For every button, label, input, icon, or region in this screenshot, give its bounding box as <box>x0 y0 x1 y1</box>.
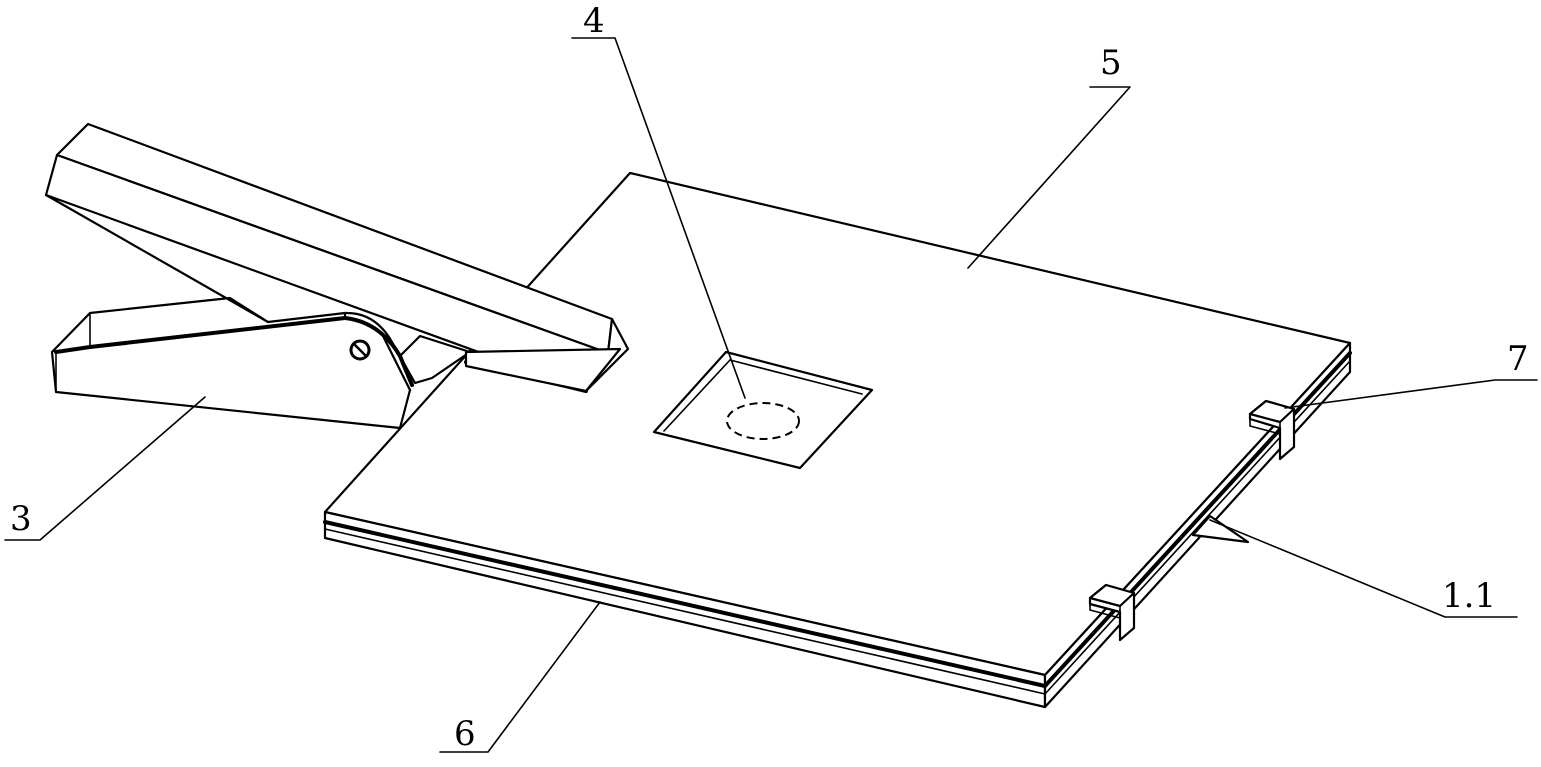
leader-lines <box>4 37 1538 753</box>
label-7: 7 <box>1507 339 1529 379</box>
handle-jaw-tip <box>464 347 622 393</box>
window-inner-edge-left <box>663 359 731 432</box>
leader-6 <box>439 601 601 753</box>
label-4: 4 <box>583 1 605 41</box>
leader-7 <box>1284 379 1538 409</box>
side-notch <box>1191 514 1250 544</box>
right-edge-line <box>1044 360 1351 695</box>
front-edge-dark-layer <box>323 520 1047 688</box>
hinge-dark-edge <box>343 316 414 387</box>
cutout-circle <box>726 402 800 440</box>
plate-assembly <box>323 171 1352 709</box>
label-6: 6 <box>454 714 476 754</box>
clip-block-lower <box>1088 583 1136 642</box>
leader-4 <box>571 37 746 399</box>
part-labels: 4 5 7 1.1 3 6 <box>10 1 1529 754</box>
clamp-assembly <box>44 122 630 430</box>
handle-underside-line <box>44 193 270 324</box>
leader-1-1 <box>1209 519 1518 618</box>
leader-5 <box>967 86 1131 269</box>
window-inner-edge-top <box>729 359 863 395</box>
front-edge-line <box>324 528 1046 695</box>
label-5: 5 <box>1100 43 1122 83</box>
clip-block-upper <box>1248 399 1296 461</box>
square-window <box>652 350 874 470</box>
leader-3 <box>4 396 206 541</box>
label-3: 3 <box>10 499 32 539</box>
right-edge-dark-layer <box>1043 351 1352 688</box>
pivot-screw-slot <box>353 343 367 357</box>
label-1-1: 1.1 <box>1442 576 1496 616</box>
